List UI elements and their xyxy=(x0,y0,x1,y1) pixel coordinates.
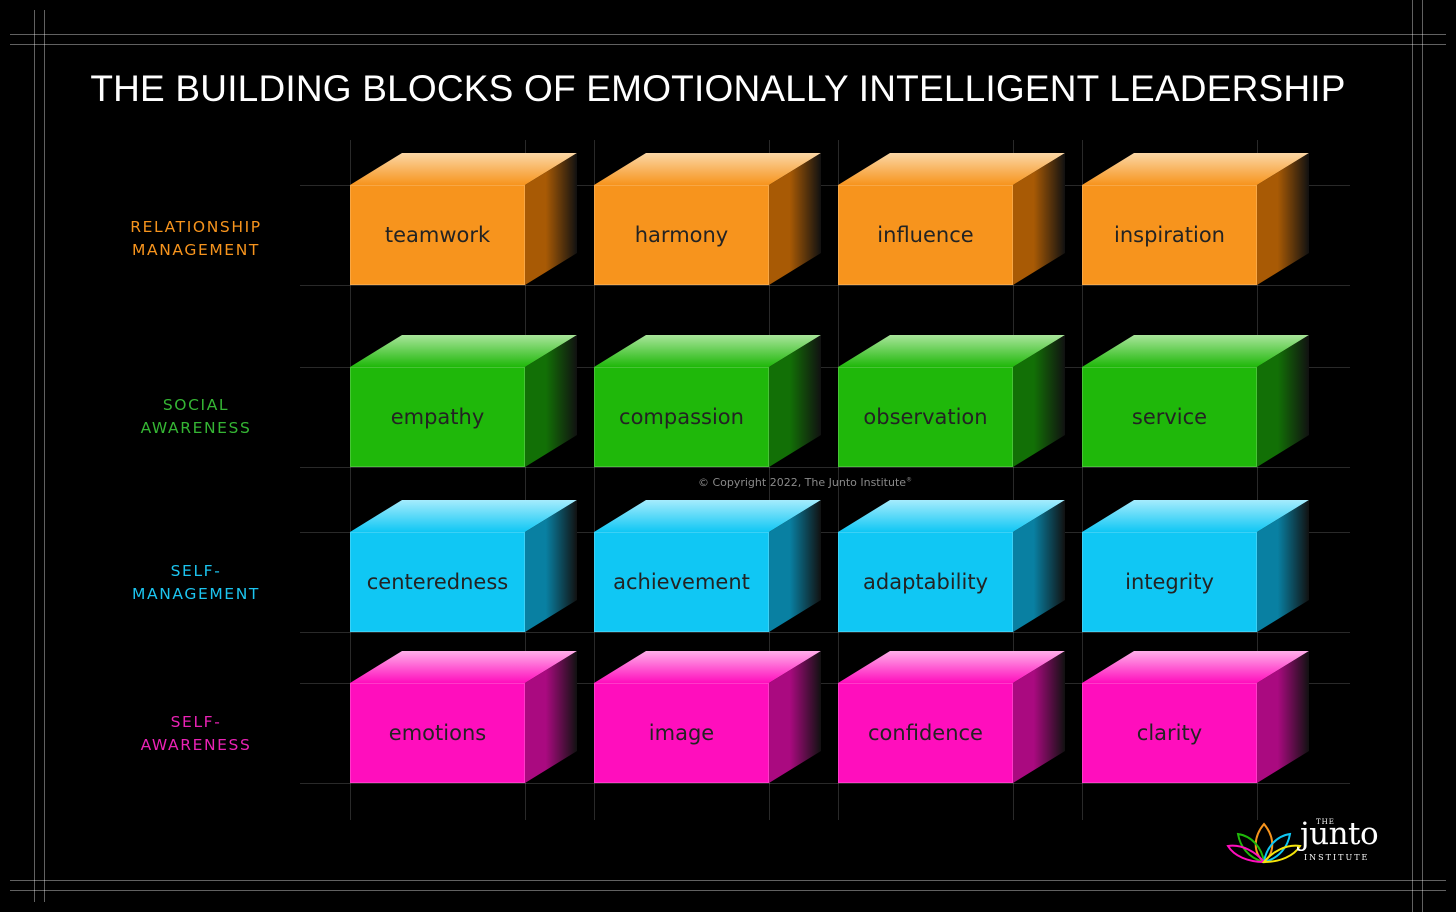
block-label: integrity xyxy=(1082,532,1257,632)
logo-institute-text: INSTITUTE xyxy=(1304,853,1370,862)
row-label: SOCIAL AWARENESS xyxy=(96,394,296,440)
building-block: empathy xyxy=(350,335,577,467)
frame-line-bottom-2 xyxy=(10,890,1446,891)
block-label: observation xyxy=(838,367,1013,467)
row-label-line: SELF- xyxy=(170,562,222,580)
guide-line xyxy=(594,140,595,820)
guide-line xyxy=(300,783,1350,784)
block-label: compassion xyxy=(594,367,769,467)
guide-line xyxy=(1013,140,1014,820)
block-label: image xyxy=(594,683,769,783)
frame-line-right xyxy=(1412,0,1413,912)
guide-line xyxy=(350,140,351,820)
guide-line xyxy=(300,285,1350,286)
building-block: adaptability xyxy=(838,500,1065,632)
frame-line-top xyxy=(10,34,1446,35)
row-label-line: RELATIONSHIP xyxy=(130,218,262,236)
guide-line xyxy=(300,185,1350,186)
building-block: image xyxy=(594,651,821,783)
building-block: harmony xyxy=(594,153,821,285)
block-label: teamwork xyxy=(350,185,525,285)
frame-line-right-2 xyxy=(1422,0,1423,912)
row-label-line: SOCIAL xyxy=(162,396,230,414)
building-block: service xyxy=(1082,335,1309,467)
row-label: RELATIONSHIP MANAGEMENT xyxy=(96,216,296,262)
guide-line xyxy=(1082,140,1083,820)
copyright-text: © Copyright 2022, The Junto Institute xyxy=(697,476,907,489)
lotus-logo-icon xyxy=(1226,822,1302,864)
guide-line xyxy=(769,140,770,820)
block-label: harmony xyxy=(594,185,769,285)
logo-wordmark: junto xyxy=(1300,816,1379,852)
building-block: compassion xyxy=(594,335,821,467)
diagram-title: THE BUILDING BLOCKS OF EMOTIONALLY INTEL… xyxy=(90,68,1346,109)
frame-line-top-2 xyxy=(10,44,1446,45)
guide-line xyxy=(300,683,1350,684)
building-block: clarity xyxy=(1082,651,1309,783)
registered-mark: ® xyxy=(906,476,913,484)
frame-line-left xyxy=(34,10,35,902)
block-label: inspiration xyxy=(1082,185,1257,285)
row-label: SELF- MANAGEMENT xyxy=(96,560,296,606)
building-block: achievement xyxy=(594,500,821,632)
block-label: centeredness xyxy=(350,532,525,632)
frame-line-bottom xyxy=(10,880,1446,881)
building-block: centeredness xyxy=(350,500,577,632)
copyright-notice: © Copyright 2022, The Junto Institute® xyxy=(600,476,1010,489)
building-block: emotions xyxy=(350,651,577,783)
row-label-line: MANAGEMENT xyxy=(132,585,260,603)
guide-line xyxy=(300,632,1350,633)
block-label: confidence xyxy=(838,683,1013,783)
row-label-line: SELF- xyxy=(170,713,222,731)
logo-the-text: THE xyxy=(1316,818,1335,826)
guide-line xyxy=(525,140,526,820)
guide-line xyxy=(838,140,839,820)
block-label: clarity xyxy=(1082,683,1257,783)
row-label: SELF- AWARENESS xyxy=(96,711,296,757)
block-label: achievement xyxy=(594,532,769,632)
block-label: emotions xyxy=(350,683,525,783)
building-block: inspiration xyxy=(1082,153,1309,285)
building-block: observation xyxy=(838,335,1065,467)
block-label: empathy xyxy=(350,367,525,467)
guide-line xyxy=(300,367,1350,368)
guide-line xyxy=(300,532,1350,533)
building-block: confidence xyxy=(838,651,1065,783)
row-label-line: MANAGEMENT xyxy=(132,241,260,259)
frame-line-left-2 xyxy=(44,10,45,902)
block-label: influence xyxy=(838,185,1013,285)
block-label: adaptability xyxy=(838,532,1013,632)
building-block: integrity xyxy=(1082,500,1309,632)
guide-line xyxy=(300,467,1350,468)
row-label-line: AWARENESS xyxy=(140,736,252,754)
row-label-line: AWARENESS xyxy=(140,419,252,437)
guide-line xyxy=(1257,140,1258,820)
block-label: service xyxy=(1082,367,1257,467)
building-block: teamwork xyxy=(350,153,577,285)
building-block: influence xyxy=(838,153,1065,285)
